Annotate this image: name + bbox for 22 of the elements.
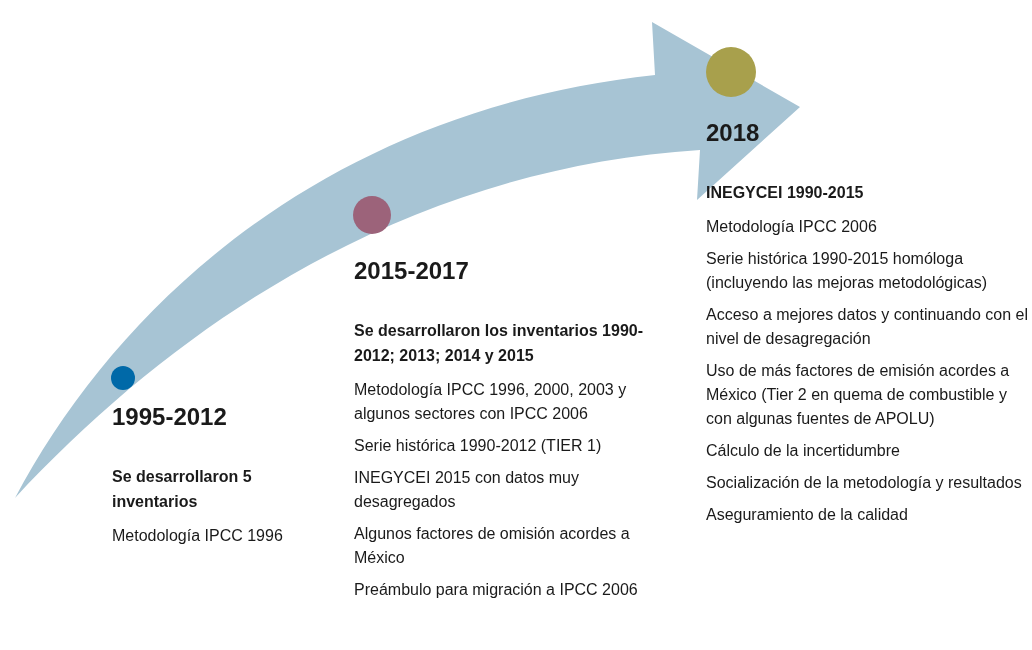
milestone-item: Serie histórica 1990-2012 (TIER 1) [354, 436, 603, 456]
year-heading: 1995-2012 [112, 402, 228, 432]
milestone-dot [111, 366, 135, 390]
milestone-item: Preámbulo para migración a IPCC 2006 [354, 580, 639, 600]
milestone-item: Socialización de la metodología y resultados [706, 473, 1023, 493]
milestone-heading: Se desarrollaron los inventarios 1990-2012; 2013; 2014 y 2015 [354, 321, 644, 366]
milestone-heading: Se desarrollaron 5 inventarios [112, 467, 253, 512]
milestone-item: Uso de más factores de emisión acordes a México (Tier 2 en quema de combustible y con algunas fuentes de APOLU) [706, 361, 1011, 429]
milestone-item: Acceso a mejores datos y continuando con el nivel de desagregación [706, 305, 1028, 349]
milestone-item: Aseguramiento de la calidad [706, 505, 909, 525]
milestone-item: Metodología IPCC 2006 [706, 217, 878, 237]
milestone-item: Metodología IPCC 1996 [112, 526, 284, 546]
milestone-item: Serie histórica 1990-2015 homóloga (incluyendo las mejoras metodológicas) [706, 249, 989, 293]
milestone-item: INEGYCEI 2015 con datos muy desagregados [354, 468, 580, 512]
milestone-item: Algunos factores de omisión acordes a México [354, 524, 631, 568]
year-heading: 2018 [706, 118, 761, 148]
milestone-dot [353, 196, 391, 234]
milestone-heading: INEGYCEI 1990-2015 [706, 183, 865, 203]
milestone-item: Metodología IPCC 1996, 2000, 2003 y algunos sectores con IPCC 2006 [354, 380, 628, 424]
milestone-dot [706, 47, 756, 97]
milestone-item: Cálculo de la incertidumbre [706, 441, 901, 461]
year-heading: 2015-2017 [354, 256, 470, 286]
